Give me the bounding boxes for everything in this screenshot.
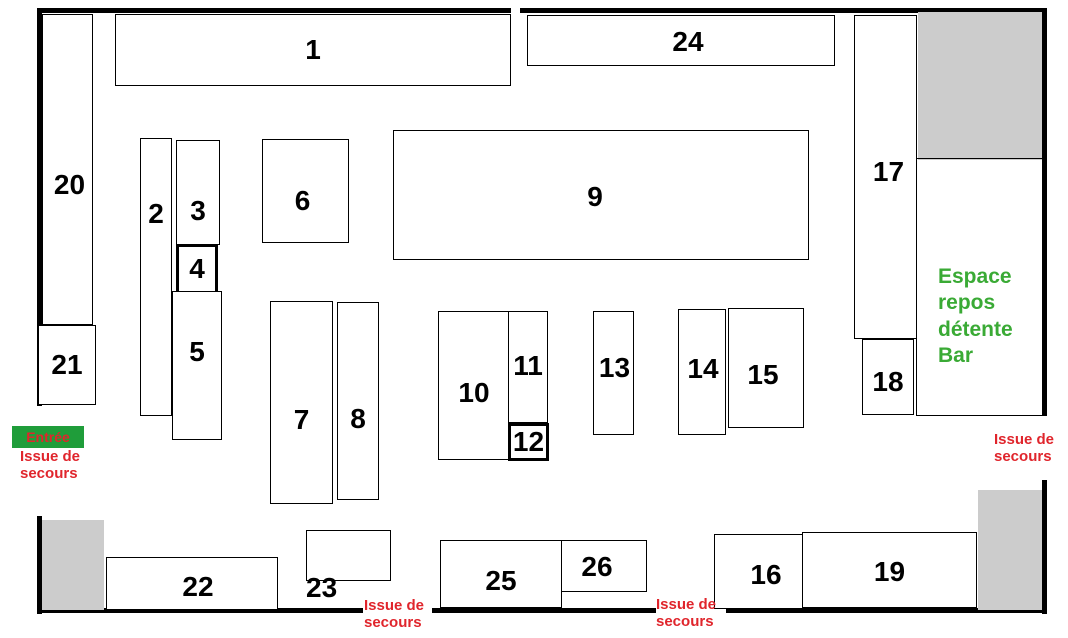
stand-2[interactable]: 2: [140, 138, 172, 416]
emergency-exit-right-line1: Issue de: [994, 431, 1055, 448]
wall-left-lower: [37, 516, 42, 614]
stand-19-label: 19: [873, 556, 906, 587]
stand-18-label: 18: [872, 366, 904, 397]
stand-16-label: 16: [750, 558, 782, 590]
stand-1[interactable]: 1: [115, 14, 511, 86]
stand-4-label: 4: [189, 253, 205, 284]
stand-24-label: 24: [672, 25, 704, 57]
stand-20-label: 20: [53, 168, 86, 200]
wall-right-upper: [1042, 8, 1047, 416]
stand-26-label: 26: [581, 551, 613, 582]
emergency-exit-bottom-middle-line1: Issue de: [656, 596, 717, 613]
wall-top-left: [37, 8, 511, 13]
rest-area-line3: détente: [938, 317, 1013, 341]
stand-3-label: 3: [190, 194, 206, 226]
emergency-exit-right: Issue de secours: [994, 431, 1054, 466]
stand-24[interactable]: 24: [527, 15, 835, 66]
stand-26[interactable]: 26: [561, 540, 647, 592]
stand-10-label: 10: [458, 376, 490, 408]
stand-8-label: 8: [350, 403, 366, 434]
stand-14-label: 14: [687, 353, 719, 384]
stand-6[interactable]: 6: [262, 139, 349, 243]
reserved-area-top-right: [918, 12, 1042, 160]
emergency-exit-bottom-left: Issue de secours: [364, 597, 424, 632]
stand-5-label: 5: [189, 335, 205, 367]
stand-6-label: 6: [294, 185, 311, 216]
entrance-badge: Entrée: [12, 426, 84, 448]
emergency-exit-left-line1: Issue de: [20, 448, 81, 465]
stand-13-label: 13: [598, 352, 631, 383]
stand-11[interactable]: 11: [508, 311, 548, 423]
entrance-label: Entrée: [26, 429, 70, 445]
emergency-exit-bottom-left-line1: Issue de: [364, 597, 425, 614]
stand-17-label: 17: [872, 156, 905, 187]
stand-7[interactable]: 7: [270, 301, 333, 504]
wall-right-lower: [1042, 480, 1047, 614]
emergency-exit-left-line2: secours: [20, 465, 78, 483]
rest-area-line2: repos: [938, 291, 996, 315]
stand-10[interactable]: 10: [438, 311, 510, 460]
stand-3[interactable]: 3: [176, 140, 220, 245]
emergency-exit-right-line2: secours: [994, 448, 1052, 466]
stand-21-label: 21: [51, 349, 83, 380]
rest-area-line1: Espace: [938, 265, 1012, 288]
stand-12[interactable]: 12: [508, 423, 549, 461]
emergency-exit-left: Issue de secours: [20, 448, 80, 483]
stand-25[interactable]: 25: [440, 540, 562, 608]
stand-16[interactable]: 16: [714, 534, 804, 609]
stand-20[interactable]: 20: [42, 14, 93, 325]
stand-8[interactable]: 8: [337, 302, 379, 500]
stand-18[interactable]: 18: [862, 339, 914, 415]
wall-top-right: [520, 8, 1047, 13]
stand-15[interactable]: 15: [728, 308, 804, 428]
stand-7-label: 7: [293, 403, 310, 435]
wall-left-upper: [37, 8, 42, 406]
wall-bottom-a: [37, 608, 363, 613]
stand-15-label: 15: [747, 359, 779, 390]
stand-9[interactable]: 9: [393, 130, 809, 260]
stand-11-label: 11: [513, 350, 543, 381]
stand-14[interactable]: 14: [678, 309, 726, 435]
stand-17[interactable]: 17: [854, 15, 917, 339]
wall-bottom-c: [726, 608, 1047, 613]
stand-23-label: 23: [306, 572, 338, 603]
emergency-exit-bottom-middle-line2: secours: [656, 613, 714, 631]
stand-1-label: 1: [305, 34, 321, 65]
stand-22-label: 22: [182, 570, 214, 602]
stand-13[interactable]: 13: [593, 311, 634, 435]
stand-9-label: 9: [587, 181, 603, 212]
stand-5[interactable]: 5: [172, 291, 222, 440]
stand-25-label: 25: [485, 565, 517, 596]
stand-23[interactable]: [306, 530, 391, 581]
stand-19[interactable]: 19: [802, 532, 977, 608]
rest-area-label: Espace repos détente Bar: [938, 264, 1013, 369]
emergency-exit-bottom-middle: Issue de secours: [656, 596, 716, 631]
rest-area-line4: Bar: [938, 343, 974, 367]
stand-2-label: 2: [148, 198, 164, 229]
wall-bottom-b: [432, 608, 656, 613]
stand-12-label: 12: [512, 426, 545, 457]
stand-21[interactable]: 21: [38, 325, 96, 405]
emergency-exit-bottom-left-line2: secours: [364, 614, 422, 632]
stand-4[interactable]: 4: [176, 244, 218, 294]
reserved-area-bottom-left: [42, 520, 104, 610]
reserved-area-bottom-right: [978, 490, 1042, 610]
stand-22[interactable]: 22: [106, 557, 278, 610]
